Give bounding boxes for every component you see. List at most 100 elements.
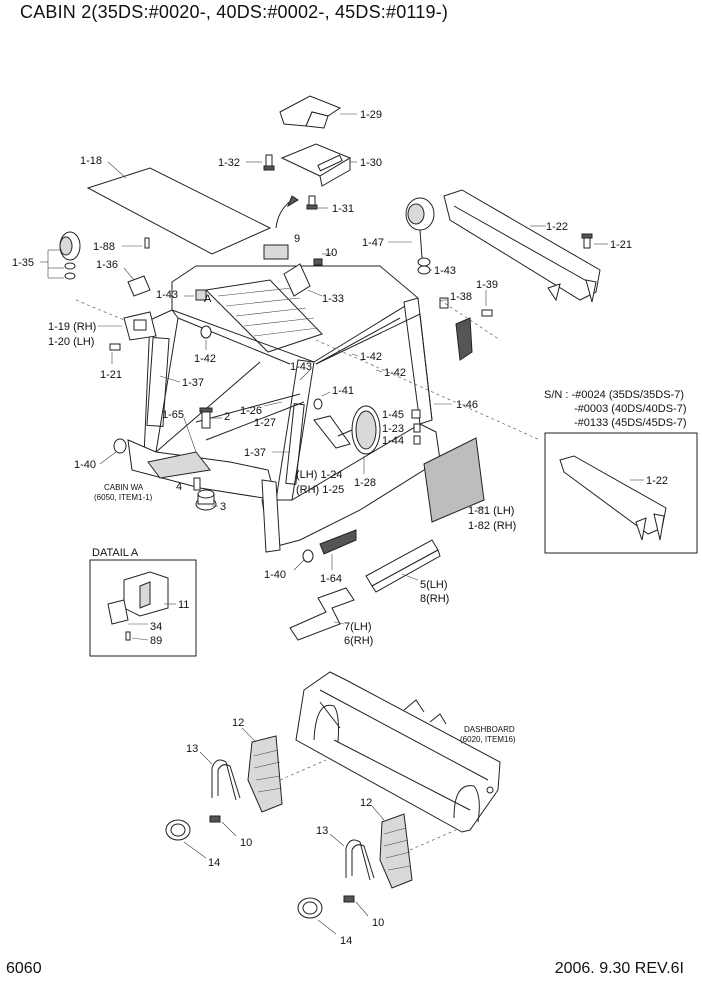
label-1-18: 1-18 xyxy=(80,155,102,167)
label-1-81: 1-81 (LH) xyxy=(468,505,514,517)
label-1-23: 1-23 xyxy=(382,423,404,435)
dashboard-note: DASHBOARD xyxy=(464,725,515,734)
bracket-part xyxy=(280,143,352,187)
boot-right xyxy=(379,813,413,889)
label-1-21-left: 1-21 xyxy=(100,369,122,381)
rear-lamp xyxy=(455,317,473,361)
ubolt-left xyxy=(211,759,237,801)
cabin-wa-item: (6050, ITEM1-1) xyxy=(94,493,153,502)
page-number: 6060 xyxy=(6,960,42,977)
mirror-1-33 xyxy=(283,263,311,297)
label-1-39: 1-39 xyxy=(476,279,498,291)
ring-left xyxy=(165,819,191,841)
roof-panel xyxy=(86,167,272,255)
label-1-82: 1-82 (RH) xyxy=(468,520,516,532)
label-1-33: 1-33 xyxy=(322,293,344,305)
serial-line-3: -#0133 (45DS/45DS-7) xyxy=(574,417,687,429)
label-1-47: 1-47 xyxy=(362,237,384,249)
label-1-31: 1-31 xyxy=(332,203,354,215)
switch-part xyxy=(263,244,289,260)
cabin-frame xyxy=(127,265,441,553)
foam-7-6 xyxy=(289,587,355,641)
label-3: 3 xyxy=(220,501,226,513)
label-1-25: (RH) 1-25 xyxy=(296,484,344,496)
side-mirror xyxy=(337,405,381,455)
label-1-43-c: 1-43 xyxy=(290,361,312,373)
label-11: 11 xyxy=(178,599,189,611)
label-1-40-b: 1-40 xyxy=(264,569,286,581)
label-4: 4 xyxy=(176,481,182,493)
label-6: 6(RH) xyxy=(344,635,373,647)
label-12-b: 12 xyxy=(360,797,372,809)
label-1-36: 1-36 xyxy=(96,259,118,271)
label-7: 7(LH) xyxy=(344,621,372,633)
boot-left xyxy=(247,735,283,813)
label-9: 9 xyxy=(294,233,300,245)
label-10-b: 10 xyxy=(240,837,252,849)
label-1-43-rh: 1-43 xyxy=(434,265,456,277)
label-1-26: 1-26 xyxy=(240,405,262,417)
label-1-20: 1-20 (LH) xyxy=(48,336,94,348)
label-1-42-b: 1-42 xyxy=(360,351,382,363)
serial-line-1: S/N : -#0024 (35DS/35DS-7) xyxy=(544,389,684,401)
label-2: 2 xyxy=(224,411,230,423)
label-10-c: 10 xyxy=(372,917,384,929)
serial-detail-box xyxy=(544,432,698,554)
label-1-35: 1-35 xyxy=(12,257,34,269)
revision-date: 2006. 9.30 REV.6I xyxy=(554,960,684,977)
dashboard-item: (6020, ITEM16) xyxy=(460,735,516,744)
label-1-22: 1-22 xyxy=(546,221,568,233)
bolt-part xyxy=(306,195,318,210)
label-1-41: 1-41 xyxy=(332,385,354,397)
label-1-32: 1-32 xyxy=(218,157,240,169)
mount-part xyxy=(195,489,217,511)
label-1-40-a: 1-40 xyxy=(74,459,96,471)
label-1-28: 1-28 xyxy=(354,477,376,489)
ring-right xyxy=(297,897,323,919)
label-1-44: 1-44 xyxy=(382,435,404,447)
side-mesh-panel xyxy=(423,437,485,523)
label-1-29: 1-29 xyxy=(360,109,382,121)
rear-bar-part-alt xyxy=(559,455,667,541)
serial-line-2: -#0003 (40DS/40DS-7) xyxy=(574,403,687,415)
label-1-65: 1-65 xyxy=(162,409,184,421)
label-1-42-a: 1-42 xyxy=(194,353,216,365)
rear-bar-part xyxy=(443,189,601,303)
label-14-a: 14 xyxy=(208,857,220,869)
bracket-1-36 xyxy=(127,275,151,297)
label-13-b: 13 xyxy=(316,825,328,837)
label-1-45: 1-45 xyxy=(382,409,404,421)
bolt-part xyxy=(263,154,275,171)
label-1-46: 1-46 xyxy=(456,399,478,411)
work-lamp-lh xyxy=(59,231,81,280)
label-1-37-b: 1-37 xyxy=(244,447,266,459)
strip-1-64 xyxy=(319,529,357,555)
label-5: 5(LH) xyxy=(420,579,448,591)
label-1-38: 1-38 xyxy=(450,291,472,303)
label-1-64: 1-64 xyxy=(320,573,342,585)
label-1-43-a: 1-43 xyxy=(156,289,178,301)
detail-a-box xyxy=(89,559,197,657)
serial-number-note: S/N : -#0024 (35DS/35DS-7) -#0003 (40DS/… xyxy=(544,389,687,429)
label-1-88: 1-88 xyxy=(93,241,115,253)
label-1-24: (LH) 1-24 xyxy=(296,469,342,481)
label-1-21-top: 1-21 xyxy=(610,239,632,251)
label-89: 89 xyxy=(150,635,162,647)
label-34: 34 xyxy=(150,621,162,633)
dashboard xyxy=(295,671,501,833)
label-1-42-c: 1-42 xyxy=(384,367,406,379)
cover-part xyxy=(279,95,342,129)
label-1-22-alt: 1-22 xyxy=(646,475,668,487)
label-10-top: 10 xyxy=(325,247,337,259)
label-1-19: 1-19 (RH) xyxy=(48,321,96,333)
label-12-a: 12 xyxy=(232,717,244,729)
work-lamp-rh xyxy=(405,197,435,275)
label-13-a: 13 xyxy=(186,743,198,755)
detail-a-part xyxy=(107,571,169,641)
lamp-bracket xyxy=(123,311,157,341)
label-1-27: 1-27 xyxy=(254,417,276,429)
label-1-37-a: 1-37 xyxy=(182,377,204,389)
mirror-bracket xyxy=(313,415,351,449)
label-8: 8(RH) xyxy=(420,593,449,605)
